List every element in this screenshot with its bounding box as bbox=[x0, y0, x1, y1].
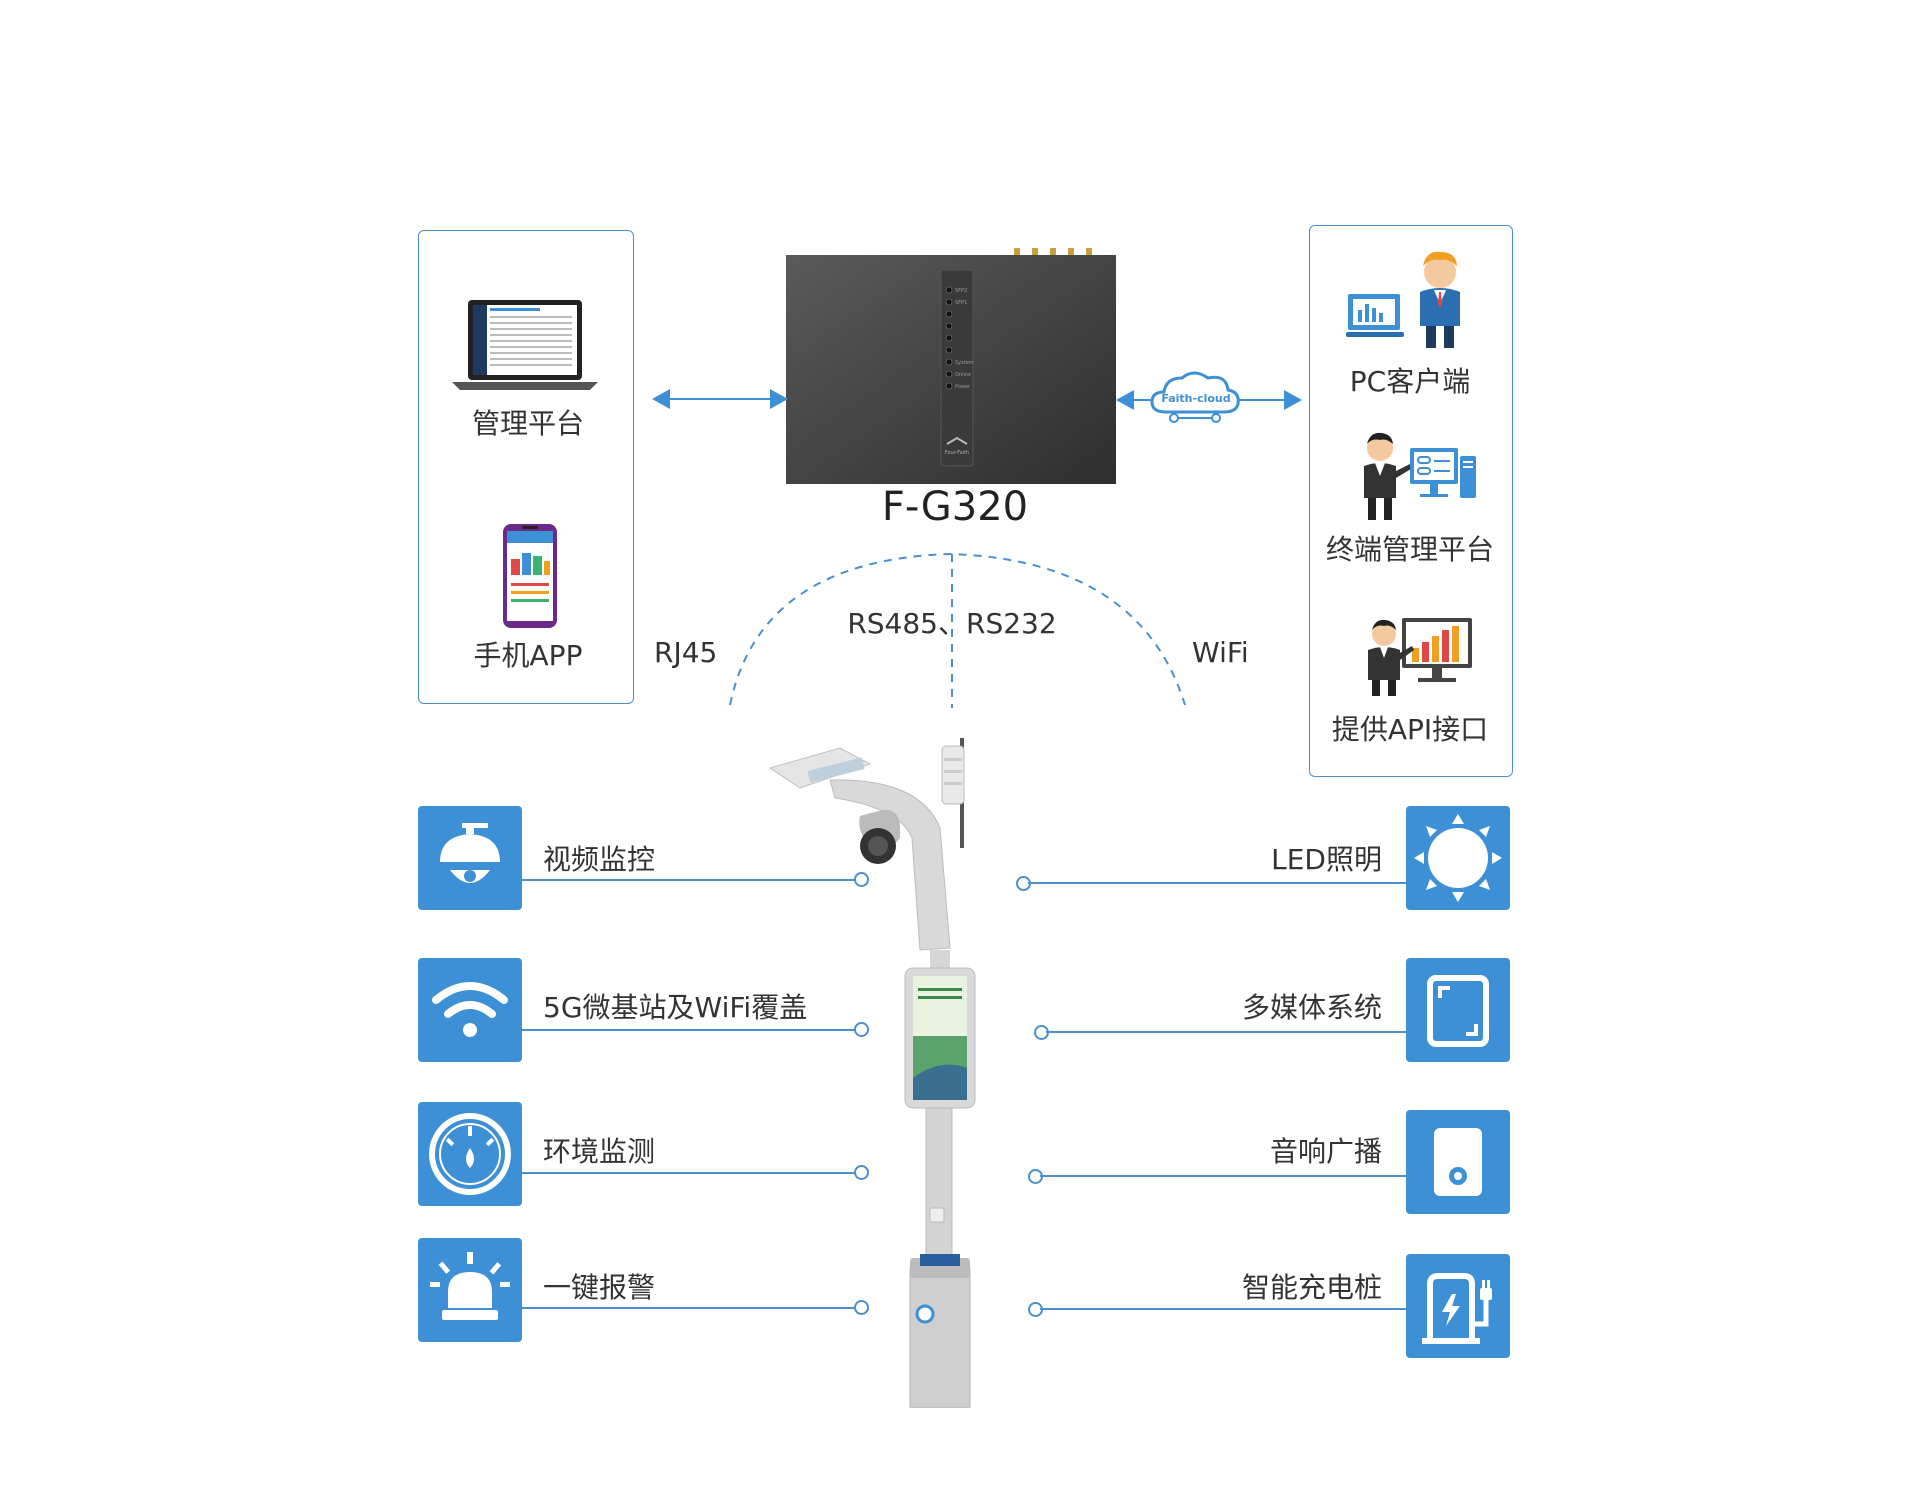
client-label-terminal-management: 终端管理平台 bbox=[1325, 533, 1495, 566]
smartphone-icon bbox=[502, 523, 558, 629]
connector-dot bbox=[854, 872, 869, 887]
connector-dot bbox=[854, 1165, 869, 1180]
client-label-mobile-app: 手机APP bbox=[473, 639, 583, 672]
gauge-icon bbox=[429, 1113, 511, 1195]
cloud-label: Faith-cloud bbox=[1161, 392, 1231, 405]
camera-icon bbox=[440, 823, 500, 883]
connector-dot bbox=[854, 1300, 869, 1315]
svg-text:Power: Power bbox=[955, 384, 971, 390]
link-arrow-left bbox=[652, 389, 788, 409]
svg-text:Online: Online bbox=[955, 372, 971, 378]
connector-line bbox=[522, 1029, 860, 1031]
connector-line bbox=[522, 879, 860, 881]
pc-client-person-icon bbox=[1346, 248, 1470, 350]
svg-text:System: System bbox=[955, 360, 974, 366]
connector-line bbox=[1040, 1175, 1406, 1177]
client-label-api: 提供API接口 bbox=[1331, 713, 1489, 746]
svg-text:SFP2: SFP2 bbox=[955, 288, 967, 294]
alarm-icon bbox=[430, 1252, 510, 1320]
sun-icon bbox=[1414, 814, 1502, 902]
link-label-rj45: RJ45 bbox=[654, 636, 718, 669]
screen-icon bbox=[1427, 975, 1489, 1047]
connector-line bbox=[522, 1307, 860, 1309]
connector-line bbox=[1028, 882, 1406, 884]
device-model-label: F-G320 bbox=[881, 484, 1029, 530]
wireless-arc bbox=[729, 552, 1186, 708]
function-label-speaker: 音响广播 bbox=[1269, 1135, 1382, 1168]
function-charger-tile bbox=[1406, 1254, 1510, 1358]
wifi-icon bbox=[432, 982, 508, 1037]
api-presenter-icon bbox=[1362, 610, 1474, 698]
function-label-led: LED照明 bbox=[1271, 843, 1382, 876]
client-label-pc-client: PC客户端 bbox=[1349, 365, 1471, 398]
function-alarm-tile bbox=[418, 1238, 522, 1342]
function-label-multimedia: 多媒体系统 bbox=[1241, 991, 1382, 1024]
function-label-5g-wifi: 5G微基站及WiFi覆盖 bbox=[543, 991, 808, 1024]
speaker-icon bbox=[1434, 1128, 1482, 1196]
connector-line bbox=[522, 1172, 860, 1174]
svg-text:SFP1: SFP1 bbox=[955, 300, 967, 306]
function-led-tile bbox=[1406, 806, 1510, 910]
function-label-charger: 智能充电桩 bbox=[1241, 1271, 1382, 1304]
function-multimedia-tile bbox=[1406, 958, 1510, 1062]
connector-dot bbox=[854, 1022, 869, 1037]
function-label-alarm: 一键报警 bbox=[543, 1271, 656, 1304]
connector-line bbox=[1046, 1031, 1406, 1033]
function-camera-tile bbox=[418, 806, 522, 910]
function-label-camera: 视频监控 bbox=[543, 843, 656, 876]
function-label-environment: 环境监测 bbox=[543, 1135, 656, 1168]
client-panel-right bbox=[1309, 225, 1513, 777]
cloud-icon bbox=[1150, 371, 1240, 414]
link-label-wifi: WiFi bbox=[1192, 636, 1249, 669]
link-arrow-right bbox=[1116, 371, 1302, 423]
function-speaker-tile bbox=[1406, 1110, 1510, 1214]
function-environment-tile bbox=[418, 1102, 522, 1206]
function-wifi-tile bbox=[418, 958, 522, 1062]
smart-pole-illustration bbox=[768, 738, 976, 1408]
device-brand: Four-Faith bbox=[945, 450, 969, 456]
terminal-management-person-icon bbox=[1358, 428, 1478, 524]
link-label-serial: RS485、RS232 bbox=[847, 607, 1057, 640]
connector-line bbox=[1040, 1308, 1406, 1310]
laptop-icon bbox=[450, 298, 600, 394]
client-label-management-platform: 管理平台 bbox=[471, 407, 585, 440]
charger-icon bbox=[1422, 1273, 1492, 1344]
